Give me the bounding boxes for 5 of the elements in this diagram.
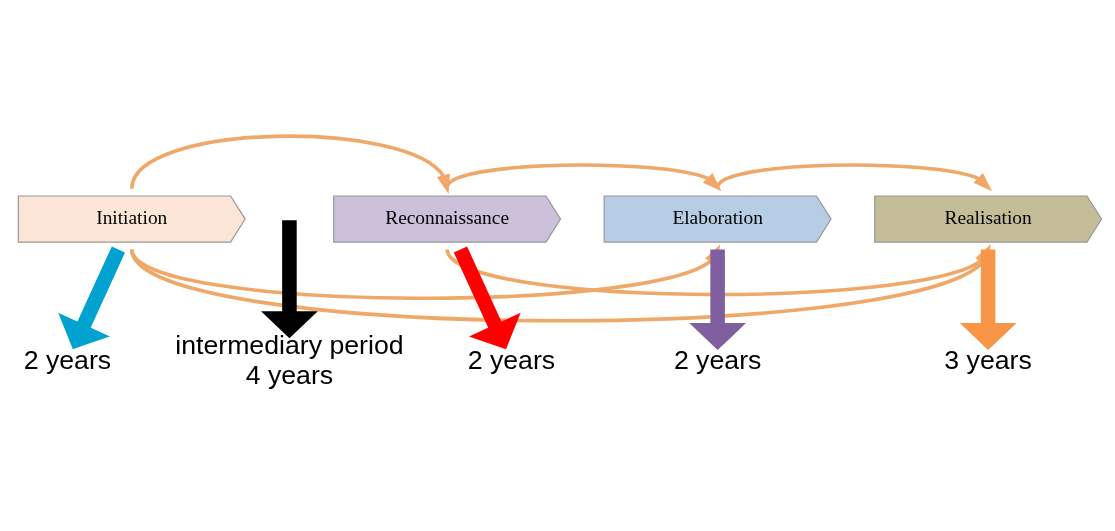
node-text: 2 years — [467, 344, 556, 375]
node-text: intermediary period 4 years — [175, 329, 404, 390]
node-text: 2 years — [23, 344, 112, 375]
node-text: 3 years — [944, 344, 1032, 375]
node-text: 2 years — [673, 344, 762, 375]
